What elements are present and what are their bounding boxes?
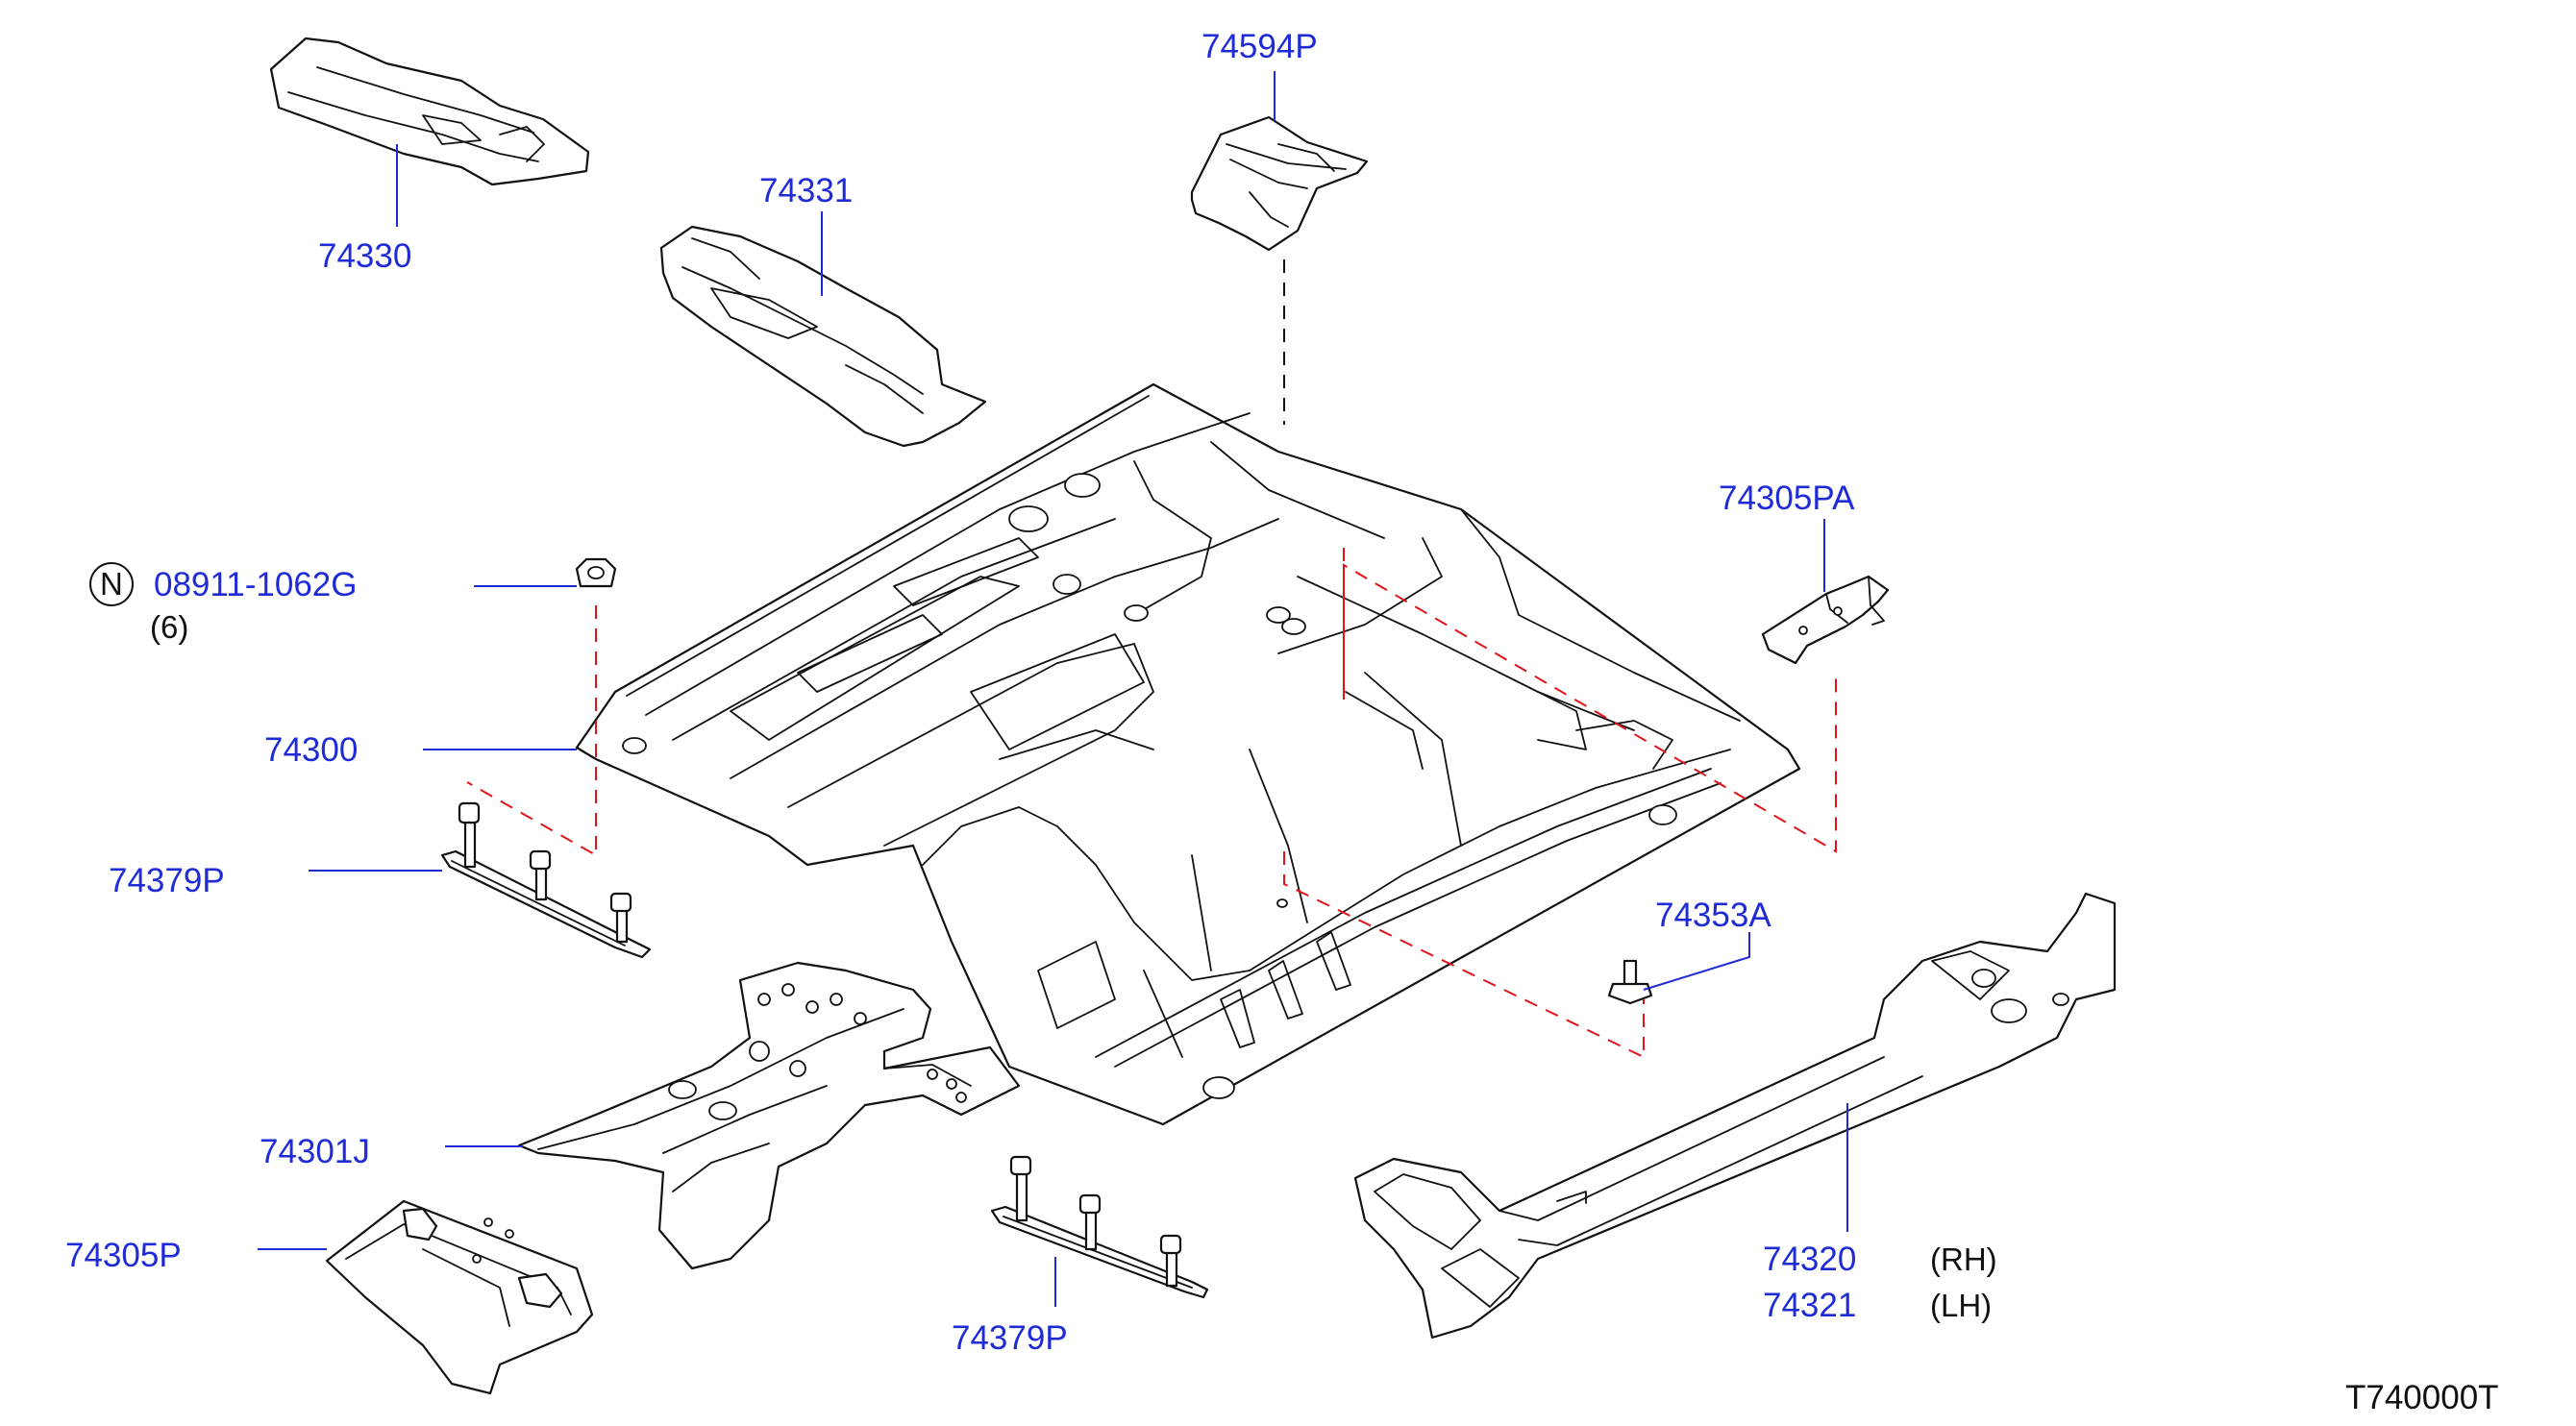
part-74301j-drawing[interactable]: [517, 961, 1021, 1270]
label-74331[interactable]: 74331: [759, 172, 853, 209]
label-08911-qty: (6): [150, 609, 188, 645]
part-labels: 74330 74331 74594P 74305PA N 08911-1062G…: [65, 28, 1997, 1357]
n-mark-letter: N: [100, 566, 123, 602]
part-74305p-drawing[interactable]: [325, 1199, 594, 1395]
label-74353a[interactable]: 74353A: [1655, 897, 1771, 934]
label-74301j[interactable]: 74301J: [260, 1133, 370, 1170]
leader-74353a: [1643, 932, 1750, 991]
label-08911-1062g[interactable]: 08911-1062G: [154, 566, 357, 603]
part-74594p-drawing[interactable]: [1190, 115, 1369, 252]
part-74331-drawing[interactable]: [659, 225, 987, 448]
dash-74305pa: [1343, 548, 1837, 853]
part-74320-74321-sill-drawing[interactable]: [1353, 892, 2117, 1340]
dash-74353a: [1283, 851, 1645, 1059]
label-74300[interactable]: 74300: [264, 731, 358, 769]
part-74330-drawing[interactable]: [269, 37, 590, 186]
part-74353a-bolt-drawing[interactable]: [1607, 959, 1653, 1005]
part-74379p-bottom-drawing[interactable]: [990, 1155, 1209, 1299]
n-mark-circle: [89, 562, 134, 606]
part-74300-floor-panel[interactable]: [575, 382, 1801, 1126]
leader-lines: [258, 71, 1848, 1307]
label-74305p[interactable]: 74305P: [65, 1237, 182, 1274]
part-74379p-left-drawing[interactable]: [440, 801, 652, 959]
dash-nut: [466, 605, 597, 857]
label-74321[interactable]: 74321: [1763, 1287, 1856, 1324]
label-rh: (RH): [1930, 1242, 1997, 1277]
label-74330[interactable]: 74330: [318, 237, 411, 275]
label-74379p-bottom[interactable]: 74379P: [952, 1319, 1068, 1357]
part-74305pa-drawing[interactable]: [1761, 575, 1890, 665]
label-74305pa[interactable]: 74305PA: [1719, 479, 1855, 517]
label-lh: (LH): [1930, 1288, 1992, 1323]
label-74594p[interactable]: 74594P: [1201, 28, 1318, 65]
label-74379p-left[interactable]: 74379P: [109, 862, 225, 899]
diagram-code: T740000T: [2345, 1379, 2499, 1416]
installation-lines: [466, 259, 1837, 1059]
part-08911-nut-drawing[interactable]: [575, 557, 617, 588]
label-74320[interactable]: 74320: [1763, 1241, 1856, 1278]
